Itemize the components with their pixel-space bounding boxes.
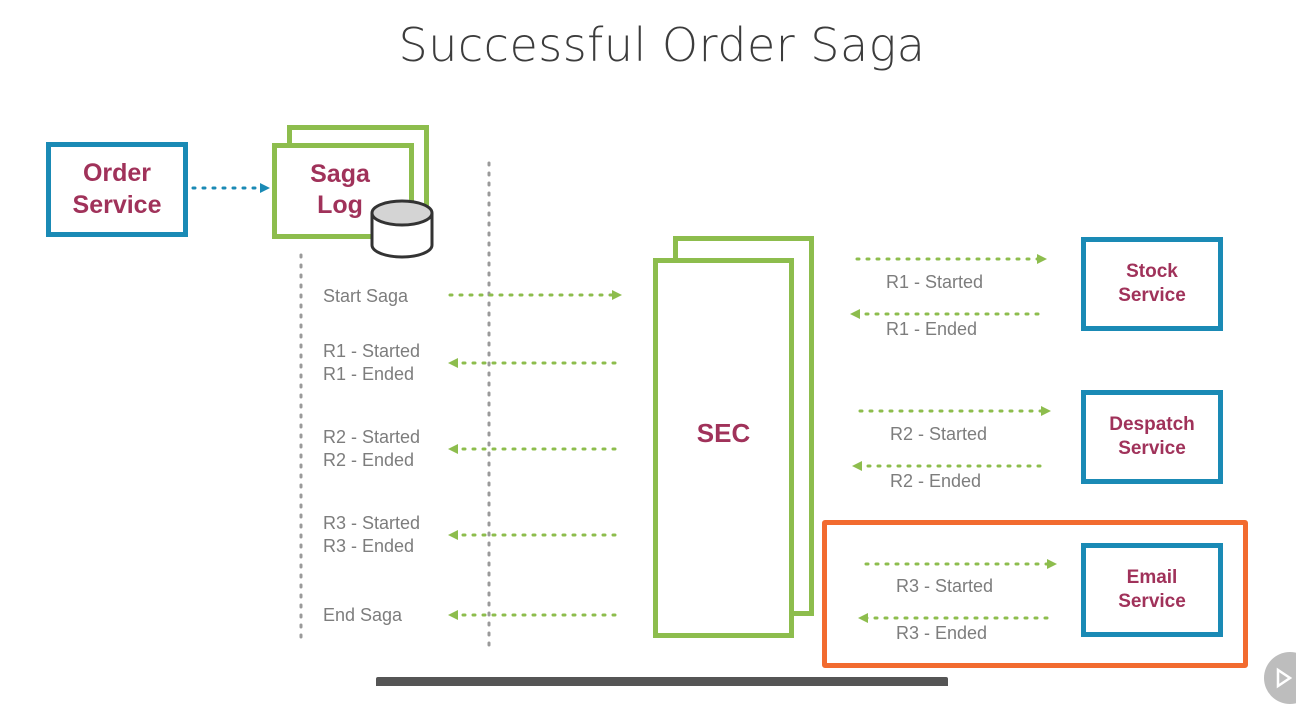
sec-box: SEC <box>653 258 794 638</box>
database-icon <box>370 199 434 259</box>
despatch-service-label: Despatch Service <box>1109 414 1195 459</box>
r3-ended-label: R3 - Ended <box>896 623 988 643</box>
log-r1: R1 - Started R1 - Ended <box>323 341 421 384</box>
order-service-label: Order Service <box>72 159 162 219</box>
r3-started-label: R3 - Started <box>896 576 994 596</box>
email-service-label: Email Service <box>1118 567 1186 612</box>
log-r2: R2 - Started R2 - Ended <box>323 427 421 470</box>
email-service-box: Email Service <box>1081 543 1223 637</box>
page-title: Successful Order Saga <box>398 18 926 72</box>
stock-service-box: Stock Service <box>1081 237 1223 331</box>
log-end-saga: End Saga <box>323 605 403 625</box>
log-start-saga: Start Saga <box>323 286 409 306</box>
r2-ended-label: R2 - Ended <box>890 471 982 491</box>
video-progress-bar[interactable] <box>376 677 948 686</box>
r2-started-label: R2 - Started <box>890 424 988 444</box>
despatch-service-box: Despatch Service <box>1081 390 1223 484</box>
r1-started-label: R1 - Started <box>886 272 984 292</box>
connector-lines <box>191 161 1057 647</box>
saga-log-box: Saga Log <box>272 143 414 239</box>
r1-ended-label: R1 - Ended <box>886 319 978 339</box>
play-icon[interactable] <box>1264 652 1296 704</box>
log-r3: R3 - Started R3 - Ended <box>323 513 421 556</box>
sec-label: SEC <box>696 417 751 448</box>
stock-service-label: Stock Service <box>1118 261 1186 306</box>
order-service-box: Order Service <box>46 142 188 237</box>
email-highlight-box <box>822 520 1248 668</box>
saga-log-label: Saga Log <box>310 160 370 220</box>
